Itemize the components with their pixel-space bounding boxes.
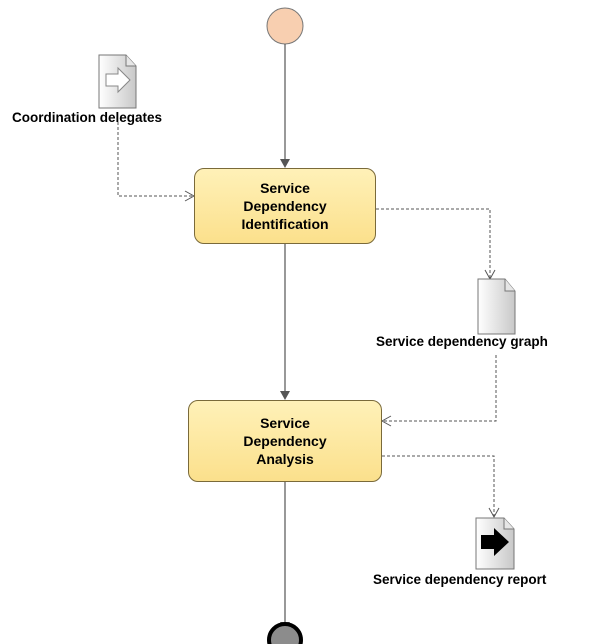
object-flow-graph-to-analysis bbox=[380, 355, 497, 427]
object-flow-delegates-to-identification bbox=[117, 122, 196, 202]
action-label: Service Dependency Analysis bbox=[243, 415, 327, 467]
document-icon[interactable] bbox=[477, 278, 516, 335]
action-label: Service Dependency Identification bbox=[241, 180, 329, 232]
action-service-dependency-analysis[interactable]: Service Dependency Analysis bbox=[188, 400, 382, 482]
control-flow-identification-to-analysis bbox=[280, 244, 290, 400]
object-label-service-dependency-report: Service dependency report bbox=[373, 572, 547, 587]
control-flow-start-to-identification bbox=[280, 44, 290, 168]
control-flow-analysis-to-final bbox=[280, 482, 290, 630]
document-input-arrow-icon[interactable] bbox=[98, 54, 137, 109]
object-label-service-dependency-graph: Service dependency graph bbox=[376, 334, 548, 349]
final-node[interactable] bbox=[267, 622, 303, 644]
object-flow-identification-to-graph bbox=[376, 208, 496, 281]
object-flow-analysis-to-report bbox=[382, 455, 500, 519]
action-service-dependency-identification[interactable]: Service Dependency Identification bbox=[194, 168, 376, 244]
initial-node[interactable] bbox=[266, 7, 304, 45]
document-output-arrow-icon[interactable] bbox=[475, 517, 515, 570]
object-label-coordination-delegates: Coordination delegates bbox=[12, 110, 163, 125]
